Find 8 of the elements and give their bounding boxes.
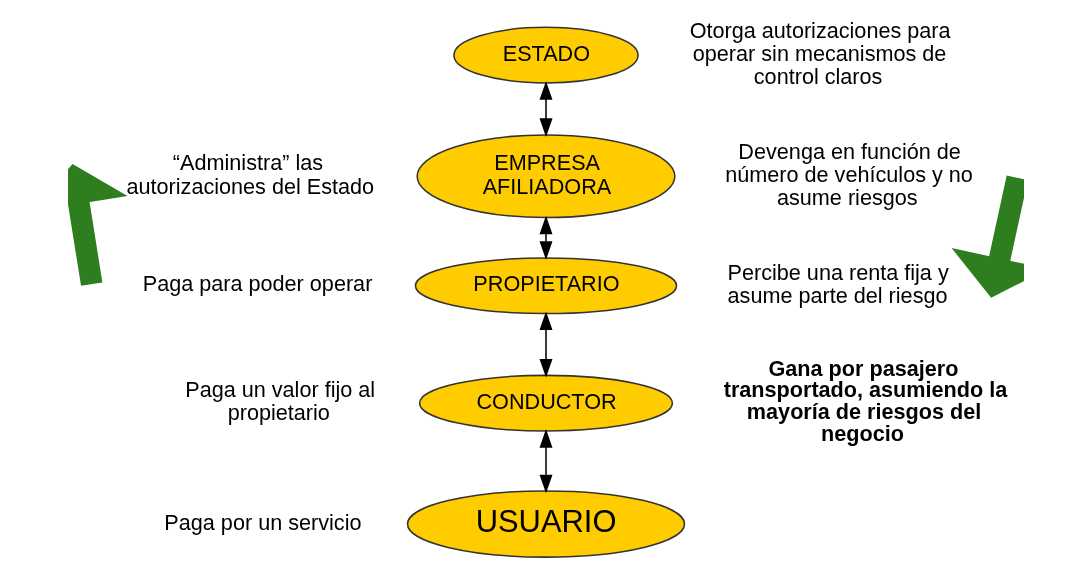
node-label: Percibe una renta fija y asume parte del riesgo: [727, 259, 949, 309]
node-label: Paga para poder operar: [142, 271, 372, 297]
node-label: Devenga en función de número de vehículos y no asume riesgos: [724, 138, 973, 211]
node-label: Paga un valor fijo al propietario: [184, 377, 375, 426]
node-label: Otorga autorizaciones para operar sin mecanismos de control claros: [689, 17, 951, 90]
node-label: Gana por pasajero transportado, asumiendo la mayoría de riesgos del negocio: [723, 355, 1007, 446]
node-label: Paga por un servicio: [163, 509, 361, 535]
node-label: “Administra” las autorizaciones del Estado: [126, 150, 374, 199]
